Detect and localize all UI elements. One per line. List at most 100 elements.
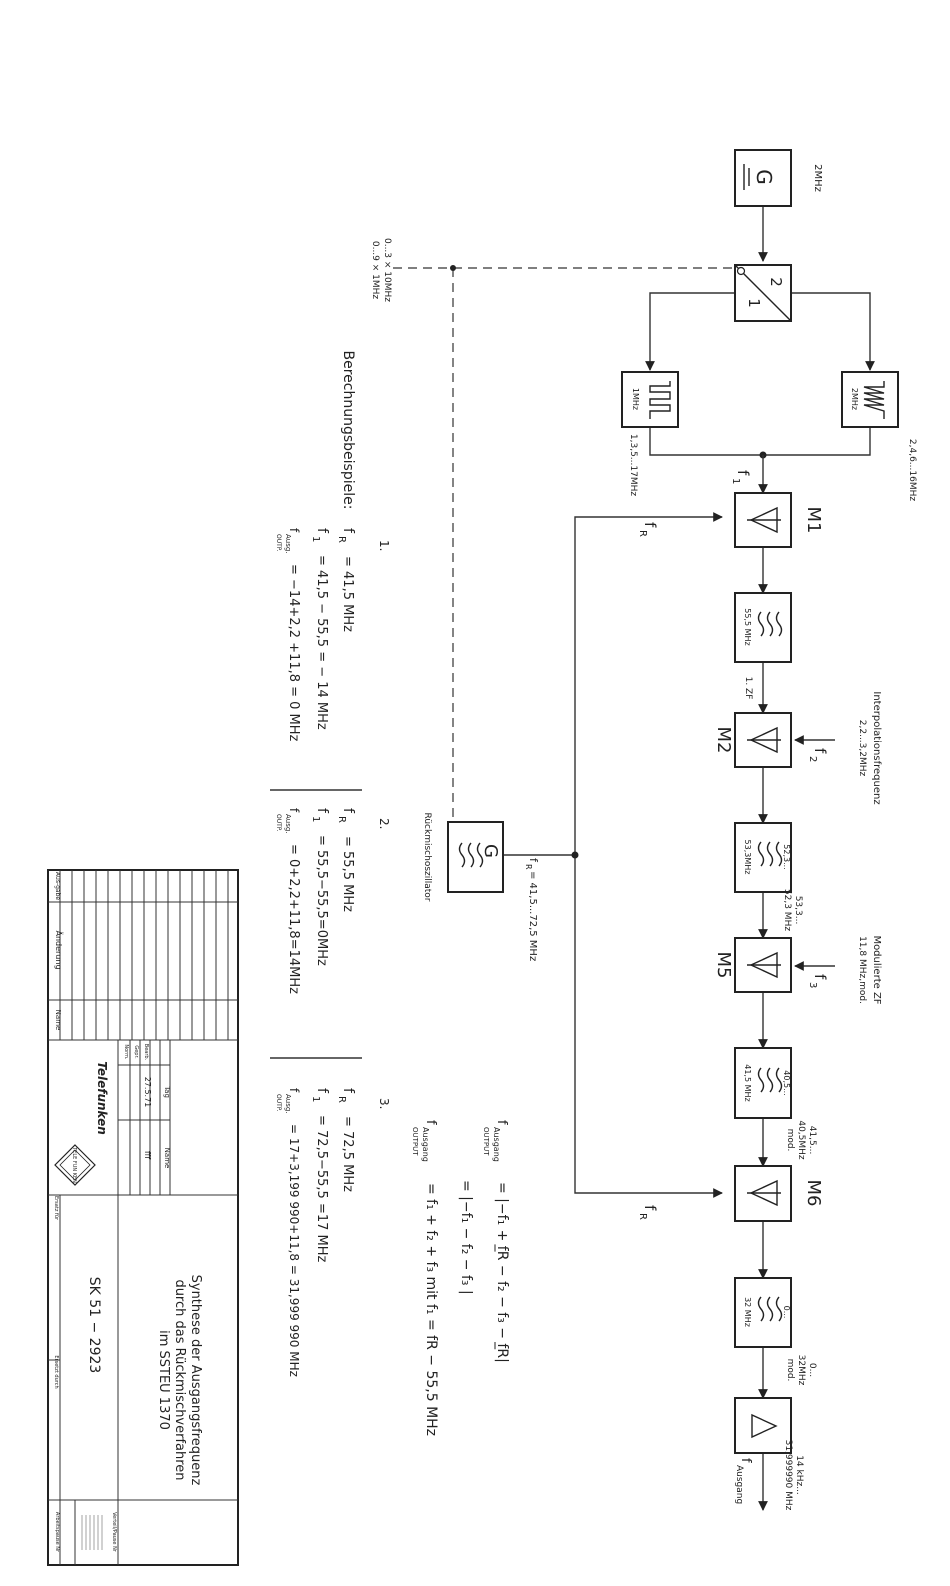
- svg-text:R: R: [524, 864, 533, 870]
- svg-text:f: f: [641, 522, 659, 528]
- mixer-m1: M1: [734, 492, 824, 548]
- tb-gepr: Gepr.: [133, 1045, 139, 1059]
- svg-text:1: 1: [310, 816, 321, 822]
- svg-text:R: R: [637, 1213, 648, 1220]
- divider-numerator: 2: [767, 277, 785, 287]
- svg-text:R: R: [336, 1096, 347, 1103]
- filter3-output-b: 40,5MHz: [796, 1120, 806, 1160]
- mixer-m2: M2: [713, 712, 792, 768]
- svg-text:1: 1: [310, 536, 321, 542]
- svg-text:OUTP.: OUTP.: [275, 534, 282, 551]
- svg-text:1: 1: [730, 478, 741, 484]
- pulse-1mhz-inner-label: 1MHz: [631, 388, 640, 410]
- output-amplifier: 14 kHz... 31,999990 MHz f Ausgang: [734, 1397, 804, 1511]
- filter3-inner-a: 40,5...: [782, 1070, 791, 1095]
- amp-output-range-1: 14 kHz...: [794, 1455, 804, 1495]
- pulse-1mhz-output-label: 1,3,5...17MHz: [628, 434, 638, 496]
- tb-ersatz-fuer: Ersatz für: [53, 1196, 59, 1221]
- svg-text:Ausg.: Ausg.: [284, 534, 292, 554]
- generator-letter: G: [752, 169, 776, 185]
- svg-text:f: f: [340, 528, 356, 534]
- tb-signature: fff: [143, 1151, 152, 1160]
- svg-text:OUTP.: OUTP.: [275, 814, 282, 831]
- tb-title-line2: durch das Rückmischverfahren: [172, 1279, 187, 1480]
- tb-ausgabe: Aus-gabe: [54, 872, 61, 900]
- oscillator-freq-label: f R = 41,5...72,5 MHz: [524, 858, 540, 961]
- svg-text:f: f: [287, 1088, 301, 1093]
- svg-text:f: f: [314, 808, 330, 814]
- control-label-units: 0...9 × 1MHz: [370, 241, 380, 300]
- lowpass-filter-4: 0... 32 MHz 0... 32MHz mod.: [734, 1277, 817, 1386]
- pulse-generator-1mhz: 1MHz 1,3,5...17MHz: [621, 371, 679, 496]
- example2-number: 2.: [377, 818, 391, 829]
- formula-block: f Ausgang OUTPUT = |−f₁ + f̲R − f₂ − f₃ …: [411, 1120, 510, 1436]
- mixer-m5: M5: [713, 937, 792, 993]
- return-mix-oscillator: G Rückmischoszillator: [422, 813, 504, 902]
- frequency-divider: 2 1: [734, 264, 792, 322]
- mixer-m5-label: M5: [713, 952, 734, 979]
- tb-document-number: SK 51 − 2923: [86, 1277, 102, 1374]
- interpolation-title: Interpolationsfrequenz: [871, 691, 882, 804]
- svg-text:f: f: [527, 858, 540, 863]
- example2-fr: = 55,5 MHz: [340, 836, 355, 912]
- svg-text:f: f: [494, 1120, 509, 1125]
- generator-2mhz: G 2MHz: [734, 149, 823, 207]
- svg-text:Ausgang: Ausgang: [734, 1465, 744, 1504]
- svg-text:OUTPUT: OUTPUT: [482, 1127, 490, 1156]
- pulse-2mhz-inner-label: 2MHz: [850, 388, 859, 410]
- signal-lines: [393, 206, 875, 1511]
- filter4-output-c: mod.: [785, 1359, 795, 1382]
- interpolation-range: 2,2...3,2MHz: [857, 720, 867, 777]
- generator-freq-label: 2MHz: [812, 164, 823, 192]
- mixer-m6-label: M6: [803, 1180, 824, 1207]
- svg-text:R: R: [336, 816, 347, 823]
- calculation-examples: Berechnungsbeispiele: 1. f R = 41,5 MHz …: [270, 351, 391, 1377]
- pulse-2mhz-output-label: 2,4,6...16MHz: [907, 439, 917, 501]
- control-label-tens: 0...3 × 10MHz: [382, 238, 392, 302]
- title-block: Aus-gabe Änderung Name Tag Name Bearb. G…: [47, 869, 239, 1566]
- svg-text:2: 2: [807, 756, 818, 762]
- formula-line-1: = |−f₁ + f̲R − f₂ − f₃ − f̲R|: [494, 1182, 510, 1363]
- svg-text:f: f: [287, 808, 301, 813]
- modulated-if-range: 11,8 MHz,mod.: [857, 936, 867, 1004]
- modulated-if-title: Modulierte ZF: [871, 935, 882, 1004]
- example1-output: = −14+2,2 +11,8 = 0 MHz: [286, 564, 301, 742]
- tb-title-line3: im SSTEU 1370: [156, 1330, 171, 1430]
- tb-aenderung: Änderung: [54, 930, 64, 969]
- filter1-output-label: 1. ZF: [743, 677, 753, 700]
- filter3-output-a: 41,5...: [807, 1126, 817, 1155]
- telefunken-logo: TELE FUN KEN: [54, 1144, 96, 1186]
- f2-label: f 2: [807, 748, 829, 762]
- oscillator-letter: G: [480, 844, 501, 858]
- bandpass-filter-2: 52,3... 53,3MHz 53,3... 52,3 MHz: [734, 822, 803, 931]
- tb-name: Name: [54, 1010, 62, 1031]
- svg-text:Ausgang: Ausgang: [421, 1127, 430, 1162]
- filter2-output-a: 53,3...: [793, 896, 803, 925]
- pulse-generator-2mhz: 2MHz 2,4,6...16MHz: [841, 371, 917, 501]
- svg-text:f: f: [738, 1458, 753, 1463]
- tb-norm: Norm.: [123, 1044, 129, 1060]
- example3-f1: = 72,5−55,5 =17 MHz: [314, 1115, 329, 1262]
- svg-text:f: f: [340, 1088, 356, 1094]
- example2-f1: = 55,5−55,5=0MHz: [314, 835, 329, 966]
- mixer-m2-label: M2: [713, 727, 734, 754]
- svg-text:f: f: [340, 808, 356, 814]
- svg-text:f: f: [287, 528, 301, 533]
- examples-title: Berechnungsbeispiele:: [340, 351, 356, 510]
- svg-text:R: R: [637, 530, 648, 537]
- svg-text:R: R: [336, 536, 347, 543]
- tb-verteil: Verteil/Pause Nr: [111, 1512, 117, 1553]
- example3-fr: = 72,5 MHz: [340, 1116, 355, 1192]
- svg-text:= 41,5...72,5 MHz: = 41,5...72,5 MHz: [527, 871, 538, 961]
- fr-label-top: f R: [637, 522, 659, 537]
- formula-line-3: = f₁ + f₂ + f₃ mit f₁ = fR − 55,5 MHz: [423, 1183, 439, 1436]
- f3-label: f 3: [807, 974, 829, 988]
- tb-ersetzt-durch: Ersetzt durch: [53, 1355, 59, 1388]
- svg-text:f: f: [423, 1120, 438, 1125]
- example1-number: 1.: [377, 540, 391, 551]
- mixer-m6: M6: [734, 1165, 824, 1222]
- filter3-inner-b: 41,5 MHz: [743, 1064, 752, 1101]
- f1-label: f 1: [730, 470, 752, 484]
